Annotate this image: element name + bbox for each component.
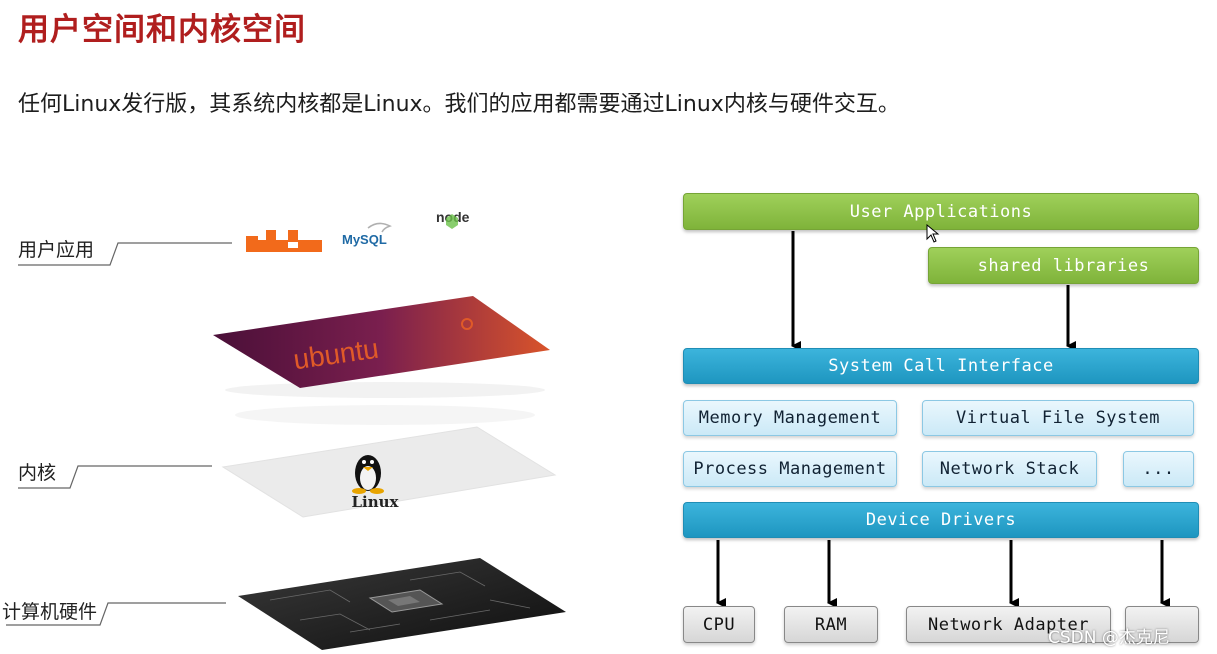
network-stack-box: Network Stack	[922, 451, 1097, 487]
memory-management-box: Memory Management	[683, 400, 897, 436]
system-call-interface-box: System Call Interface	[683, 348, 1199, 384]
user-applications-box: User Applications	[683, 193, 1199, 230]
more-subsystems-box: ...	[1123, 451, 1194, 487]
ram-box: RAM	[784, 606, 878, 643]
mouse-cursor-icon	[926, 224, 940, 244]
process-management-box: Process Management	[683, 451, 897, 487]
device-drivers-box: Device Drivers	[683, 502, 1199, 538]
cpu-box: CPU	[683, 606, 755, 643]
shared-libraries-box: shared libraries	[928, 247, 1199, 284]
virtual-file-system-box: Virtual File System	[922, 400, 1194, 436]
csdn-watermark: CSDN @杰克尼	[1048, 623, 1170, 648]
